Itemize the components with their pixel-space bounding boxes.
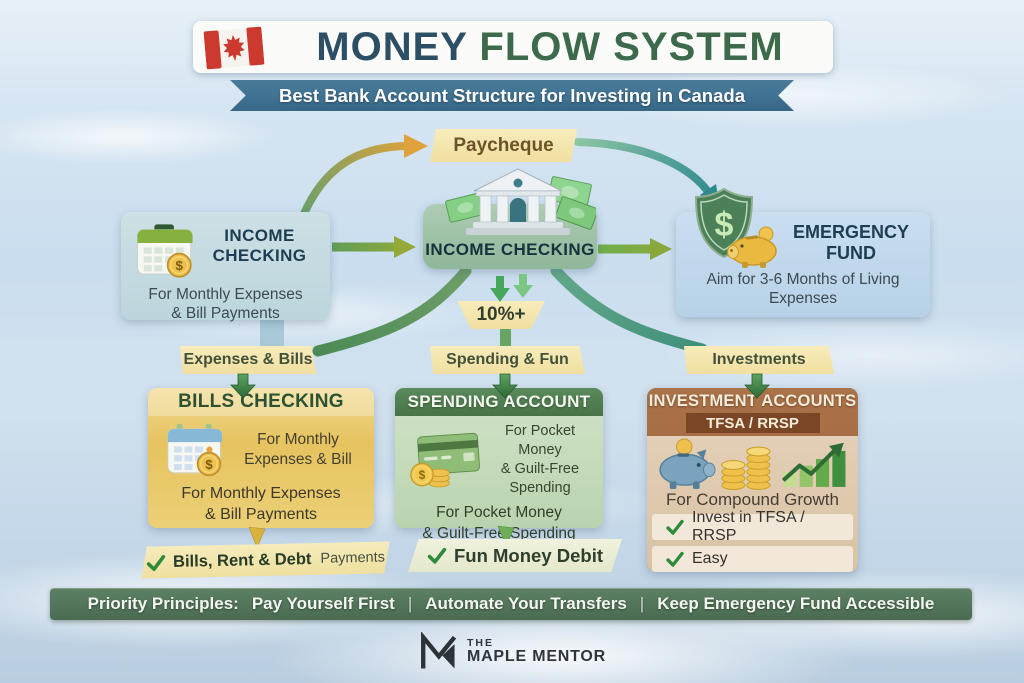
investment-feature-easy: Easy xyxy=(652,546,853,572)
spending-account-title: SPENDING ACCOUNT xyxy=(395,388,603,416)
calendar-dollar-icon: $ xyxy=(137,224,193,278)
title-money: MONEY xyxy=(316,24,468,69)
spending-account-box: SPENDING ACCOUNT $ For Pocket Money xyxy=(395,388,603,542)
title-flow-system: FLOW SYSTEM xyxy=(467,24,784,69)
ten-percent-label: 10%+ xyxy=(476,304,526,325)
tfsa-rrsp-band: TFSA / RRSP xyxy=(685,413,820,433)
bills-description: For Monthly Expenses & Bill Payments xyxy=(181,485,341,523)
separator: | xyxy=(407,594,413,613)
checkmark-icon xyxy=(427,547,447,564)
bills-badge-light: Payments xyxy=(320,549,386,567)
bills-checking-title: BILLS CHECKING xyxy=(148,388,374,416)
principle-automate-transfers: Automate Your Transfers xyxy=(425,594,627,613)
shield-dollar-piggy-icon: $ xyxy=(694,187,777,268)
fun-money-badge: Fun Money Debit xyxy=(408,539,622,572)
svg-text:$: $ xyxy=(715,206,734,244)
svg-text:$: $ xyxy=(419,468,426,482)
subtitle-ribbon: Best Bank Account Structure for Investin… xyxy=(230,80,794,111)
svg-text:$: $ xyxy=(176,258,184,273)
paycheque-label: Paycheque xyxy=(453,134,554,156)
maple-mentor-monogram-icon xyxy=(420,632,457,669)
arrowhead-center xyxy=(394,236,416,258)
arrowhead-emergency-right xyxy=(650,238,672,260)
emergency-fund-title: EMERGENCY FUND xyxy=(792,222,909,263)
checkmark-icon xyxy=(666,519,684,535)
investment-caption: For Compound Growth xyxy=(666,490,839,509)
investment-feature-tfsa: Invest in TFSA / RRSP xyxy=(652,509,853,544)
investment-accounts-box: INVESTMENT ACCOUNTS TFSA / RRSP xyxy=(647,388,858,572)
principle-emergency-accessible: Keep Emergency Fund Accessible xyxy=(657,594,935,613)
svg-text:$: $ xyxy=(205,457,213,472)
brand-logo: THE MAPLE MENTOR xyxy=(0,632,1024,672)
arrowhead-paycheque xyxy=(404,134,428,158)
income-checking-left-title: INCOME CHECKING xyxy=(212,226,307,265)
principles-prefix: Priority Principles: xyxy=(87,594,239,613)
separator: | xyxy=(639,594,645,613)
piggy-bank-coin-stacks-icon xyxy=(659,438,771,490)
header-title-band: MONEY FLOW SYSTEM xyxy=(193,21,833,73)
growth-bar-chart-icon xyxy=(781,442,846,487)
income-checking-center-title: INCOME CHECKING xyxy=(425,240,595,259)
emergency-fund-desc: Aim for 3-6 Months of Living Expenses xyxy=(706,271,900,308)
brand-name: THE MAPLE MENTOR xyxy=(466,637,607,666)
curve-center-to-bills xyxy=(312,265,472,357)
investment-body: For Compound Growth Invest in TFSA / RRS… xyxy=(647,436,858,572)
principle-pay-yourself-first: Pay Yourself First xyxy=(251,594,395,613)
calendar-dollar-icon: $ xyxy=(167,423,223,477)
checkmark-icon xyxy=(146,554,166,571)
bills-badge: Bills, Rent & Debt Payments xyxy=(141,541,391,578)
ten-percent-banner: 10%+ xyxy=(457,301,545,329)
checkmark-icon xyxy=(666,551,684,567)
chevron-down-icon xyxy=(490,276,510,302)
spending-icon-caption: For Pocket Money & Guilt-Free Spending xyxy=(500,423,580,496)
page-title: MONEY FLOW SYSTEM xyxy=(242,25,783,70)
branch-banner-spending-fun: Spending & Fun xyxy=(430,346,585,374)
canada-flag-icon xyxy=(203,26,265,70)
branch-banner-expenses-bills: Expenses & Bills xyxy=(180,346,316,374)
arrow-left-to-paycheque xyxy=(299,142,410,220)
income-checking-left-box: $ INCOME CHECKING For Monthly Expenses &… xyxy=(121,212,330,322)
bills-checking-box: BILLS CHECKING $ For Monthly Expense xyxy=(148,388,374,528)
subtitle-text: Best Bank Account Structure for Investin… xyxy=(278,84,745,106)
income-checking-left-desc: For Monthly Expenses & Bill Payments xyxy=(148,286,303,323)
investment-title: INVESTMENT ACCOUNTS xyxy=(648,392,857,410)
bills-badge-strong: Bills, Rent & Debt xyxy=(172,549,312,571)
chevron-down-icon xyxy=(513,274,533,298)
paycheque-banner: Paycheque xyxy=(430,129,577,162)
priority-principles-bar: Priority Principles: Pay Yourself First … xyxy=(50,588,972,620)
spending-description: For Pocket Money & Guilt-Free Spending xyxy=(422,504,576,542)
credit-card-coins-icon: $ xyxy=(410,432,480,488)
bank-building-cash-icon xyxy=(445,168,596,235)
bills-icon-caption: For Monthly Expenses & Bill xyxy=(244,430,352,468)
branch-banner-investments: Investments xyxy=(684,346,834,374)
